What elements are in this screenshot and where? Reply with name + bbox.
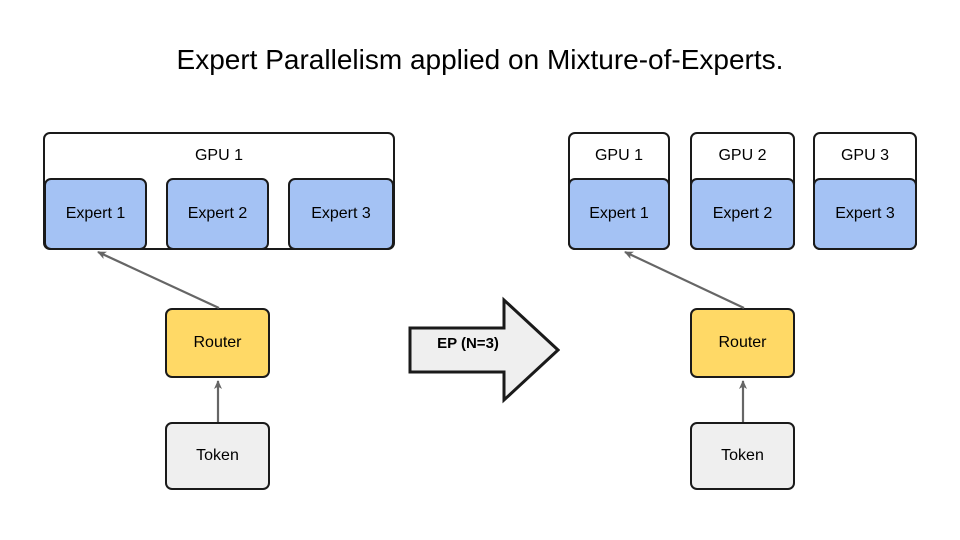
right-gpu-2-label: GPU 2 bbox=[718, 147, 767, 164]
left-router: Router bbox=[165, 308, 270, 378]
right-router-label: Router bbox=[718, 334, 767, 351]
right-expert-1: Expert 1 bbox=[568, 178, 670, 250]
right-gpu-1-label: GPU 1 bbox=[594, 147, 643, 164]
left-gpu-label: GPU 1 bbox=[194, 147, 243, 164]
right-token: Token bbox=[690, 422, 795, 490]
right-expert-2: Expert 2 bbox=[690, 178, 795, 250]
left-expert-1-label: Expert 1 bbox=[65, 205, 126, 222]
right-expert-1-label: Expert 1 bbox=[589, 205, 649, 222]
left-expert-2-label: Expert 2 bbox=[187, 205, 248, 222]
right-gpu-3-label: GPU 3 bbox=[840, 147, 889, 164]
right-token-label: Token bbox=[721, 447, 764, 464]
ep-arrow-shape bbox=[408, 296, 561, 404]
right-router-to-expert-arrow bbox=[624, 251, 745, 309]
ep-arrow-label: EP (N=3) bbox=[437, 335, 499, 352]
right-router: Router bbox=[690, 308, 795, 378]
left-expert-3-label: Expert 3 bbox=[311, 205, 371, 222]
left-expert-2: Expert 2 bbox=[166, 178, 269, 250]
page-title: Expert Parallelism applied on Mixture-of… bbox=[176, 44, 784, 75]
right-expert-3-label: Expert 3 bbox=[835, 205, 895, 222]
right-expert-3: Expert 3 bbox=[813, 178, 917, 250]
left-expert-1: Expert 1 bbox=[44, 178, 147, 250]
left-expert-3: Expert 3 bbox=[288, 178, 394, 250]
right-expert-2-label: Expert 2 bbox=[712, 205, 773, 222]
ep-transform-arrow bbox=[408, 296, 561, 404]
left-token-label: Token bbox=[196, 447, 239, 464]
left-router-to-expert-arrow bbox=[97, 251, 220, 309]
left-router-label: Router bbox=[193, 334, 242, 351]
left-token: Token bbox=[165, 422, 270, 490]
